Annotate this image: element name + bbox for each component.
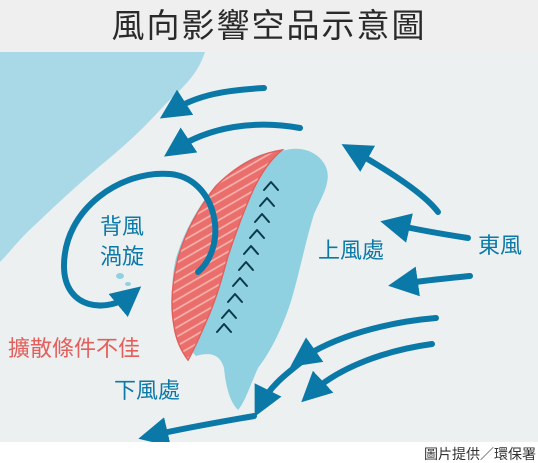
east-wind-label: 東風 — [478, 234, 522, 259]
leeward-vortex-label-line1: 背風 — [100, 215, 144, 240]
leeward-vortex-label-line2: 渦旋 — [100, 245, 144, 270]
mountain-mark — [254, 213, 270, 223]
map-area: 東風 背風 渦旋 上風處 下風處 擴散條件不佳 — [0, 52, 538, 442]
penghu-islet — [116, 273, 124, 279]
wind-arrow — [290, 315, 439, 367]
wind-arrow — [159, 85, 267, 119]
title-bar: 風向影響空品示意圖 — [0, 0, 538, 52]
upwind-area-label: 上風處 — [318, 239, 384, 264]
vortex-arrow — [60, 170, 219, 318]
mountain-mark — [227, 293, 243, 303]
wind-arrow — [138, 413, 257, 442]
mountain-range — [216, 181, 279, 333]
wind-arrow — [164, 121, 303, 157]
mountain-mark — [221, 309, 237, 319]
poor-dispersion-label: 擴散條件不佳 — [8, 337, 140, 362]
mountain-mark — [249, 229, 265, 239]
wind-map: 東風 背風 渦旋 上風處 下風處 擴散條件不佳 — [0, 52, 522, 442]
mountain-mark — [259, 197, 275, 207]
wind-arrow — [341, 144, 441, 215]
wind-arrow — [388, 266, 473, 297]
mountain-mark — [232, 277, 248, 287]
mainland-coast — [0, 52, 205, 262]
mountain-mark — [238, 261, 254, 271]
wind-arrow — [380, 213, 471, 243]
wind-arrow — [301, 341, 435, 403]
mountain-mark — [243, 245, 259, 255]
wind-arrow — [254, 357, 307, 417]
penghu-islet — [125, 282, 131, 286]
page-title: 風向影響空品示意圖 — [111, 6, 427, 45]
mountain-mark — [263, 181, 279, 191]
downwind-area-label: 下風處 — [114, 379, 180, 404]
image-credit: 圖片提供／環保署 — [424, 447, 536, 463]
mountain-mark — [216, 323, 232, 333]
